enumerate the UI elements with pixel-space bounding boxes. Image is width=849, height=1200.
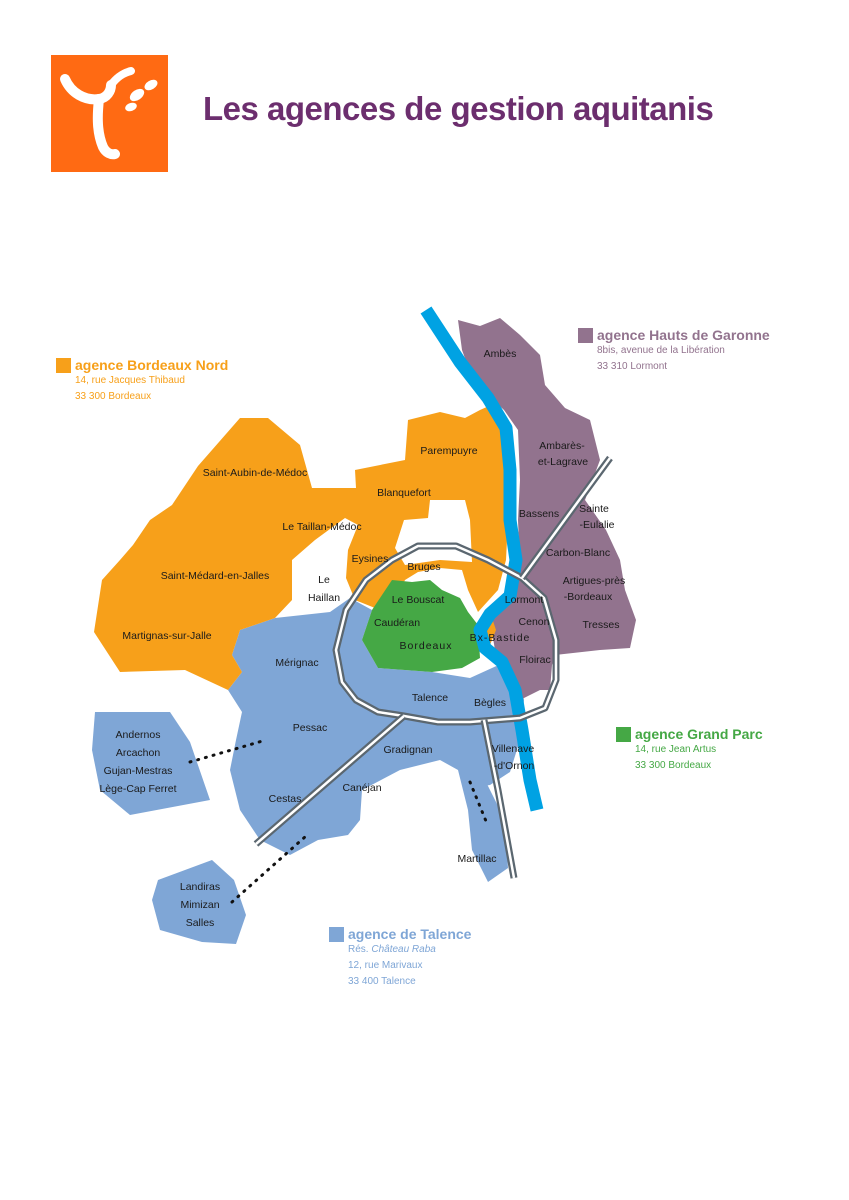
town-martignas: Martignas-sur-Jalle xyxy=(122,630,211,642)
region-talence-landes[interactable] xyxy=(152,860,246,944)
legend-swatch-hauts xyxy=(578,327,593,343)
agency-talence-line-1: Rés. Château Raba xyxy=(348,944,436,955)
town-le-haillan: Le xyxy=(318,574,330,586)
town-lormont: Lormont xyxy=(505,594,544,606)
town-martillac: Martillac xyxy=(457,853,496,865)
road-rocade-inner xyxy=(334,544,558,724)
agency-hauts-de-garonne: agence Hauts de Garonne 8bis, avenue de … xyxy=(578,327,770,375)
agency-nord-line-1: 14, rue Jacques Thibaud xyxy=(75,375,185,386)
connector-martillac xyxy=(468,780,490,828)
town-artigues-2: -Bordeaux xyxy=(564,591,613,603)
region-talence-martillac[interactable] xyxy=(458,770,508,882)
river-garonne xyxy=(420,306,544,812)
town-parempuyre: Parempuyre xyxy=(420,445,477,457)
town-le-taillan: Le Taillan-Médoc xyxy=(282,521,361,533)
town-talence: Talence xyxy=(412,692,448,704)
town-le-bouscat: Le Bouscat xyxy=(392,594,445,606)
region-bordeaux-nord[interactable] xyxy=(94,402,508,690)
town-landiras: Landiras xyxy=(180,881,220,893)
town-mimizan: Mimizan xyxy=(180,899,219,911)
agency-hauts-line-2: 33 310 Lormont xyxy=(597,361,668,372)
agency-hauts-line-1: 8bis, avenue de la Libération xyxy=(597,345,725,356)
agency-nord-line-2: 33 300 Bordeaux xyxy=(75,391,152,402)
road-a62 xyxy=(480,719,518,879)
town-sainte: Sainte xyxy=(579,503,609,515)
town-saint-medard: Saint-Médard-en-Jalles xyxy=(161,570,270,582)
town-labels: Ambès Ambarès- et-Lagrave Bassens Sainte… xyxy=(99,348,625,929)
agency-grandparc-name: agence Grand Parc xyxy=(635,726,763,742)
town-cenon: Cenon xyxy=(519,616,550,628)
region-talence[interactable] xyxy=(228,598,524,855)
town-bx-bastide: Bx-Bastide xyxy=(470,632,531,644)
town-andernos: Andernos xyxy=(116,729,161,741)
town-tresses: Tresses xyxy=(583,619,620,631)
town-lege: Lège-Cap Ferret xyxy=(99,783,176,795)
region-gap xyxy=(298,550,346,610)
region-talence-bassin[interactable] xyxy=(92,712,210,815)
town-arcachon: Arcachon xyxy=(116,747,161,759)
town-pessac: Pessac xyxy=(293,722,327,734)
town-begles: Bègles xyxy=(474,697,506,709)
town-bassens: Bassens xyxy=(519,508,559,520)
town-merignac: Mérignac xyxy=(275,657,318,669)
town-blanquefort: Blanquefort xyxy=(377,487,431,499)
aquitanis-logo: aquitanis xyxy=(51,55,178,216)
town-eysines: Eysines xyxy=(352,553,389,565)
town-ambares: Ambarès- xyxy=(539,440,585,452)
town-cauderan: Caudéran xyxy=(374,617,420,629)
town-le-haillan-2: Haillan xyxy=(308,592,340,604)
town-eulalie: -Eulalie xyxy=(579,519,614,531)
agency-grandparc-line-1: 14, rue Jean Artus xyxy=(635,744,717,755)
town-gujan: Gujan-Mestras xyxy=(104,765,173,777)
agency-bordeaux-nord: agence Bordeaux Nord 14, rue Jacques Thi… xyxy=(56,357,228,405)
town-artigues: Artigues-près xyxy=(563,575,625,587)
town-carbon-blanc: Carbon-Blanc xyxy=(546,547,610,559)
agency-hauts-name: agence Hauts de Garonne xyxy=(597,327,770,343)
town-floirac: Floirac xyxy=(519,654,551,666)
town-saint-aubin: Saint-Aubin-de-Médoc xyxy=(203,467,307,479)
connector-bassin xyxy=(188,738,268,764)
agency-nord-name: agence Bordeaux Nord xyxy=(75,357,229,373)
town-gradignan: Gradignan xyxy=(383,744,432,756)
town-bruges: Bruges xyxy=(407,561,440,573)
region-grand-parc[interactable] xyxy=(362,580,480,672)
legend-swatch-grandparc xyxy=(616,726,631,742)
town-salles: Salles xyxy=(186,917,215,929)
agency-talence-name: agence de Talence xyxy=(348,926,472,942)
road-a10 xyxy=(519,455,613,581)
town-ambes: Ambès xyxy=(484,348,517,360)
agency-talence-line-2: 12, rue Marivaux xyxy=(348,960,423,971)
town-villenave: Villenave xyxy=(492,743,535,755)
agency-talence: agence de Talence Rés. Château Raba 12, … xyxy=(329,926,471,990)
town-ambares-2: et-Lagrave xyxy=(538,456,588,468)
town-cestas: Cestas xyxy=(269,793,302,805)
legend-swatch-talence xyxy=(329,926,344,942)
road-a63 xyxy=(253,713,407,847)
town-villenave-2: -d'Ornon xyxy=(494,760,535,772)
town-canejan: Canéjan xyxy=(342,782,381,794)
agency-grand-parc: agence Grand Parc 14, rue Jean Artus 33 … xyxy=(616,726,763,774)
agency-grandparc-line-2: 33 300 Bordeaux xyxy=(635,760,712,771)
logo-tree-icon xyxy=(60,67,158,160)
connector-landes xyxy=(230,834,308,904)
logo-text: aquitanis xyxy=(127,203,178,216)
legend-swatch-nord xyxy=(56,357,71,373)
town-bordeaux: Bordeaux xyxy=(400,640,453,652)
page-title: Les agences de gestion aquitanis xyxy=(203,90,714,127)
agency-talence-line-3: 33 400 Talence xyxy=(348,976,416,987)
